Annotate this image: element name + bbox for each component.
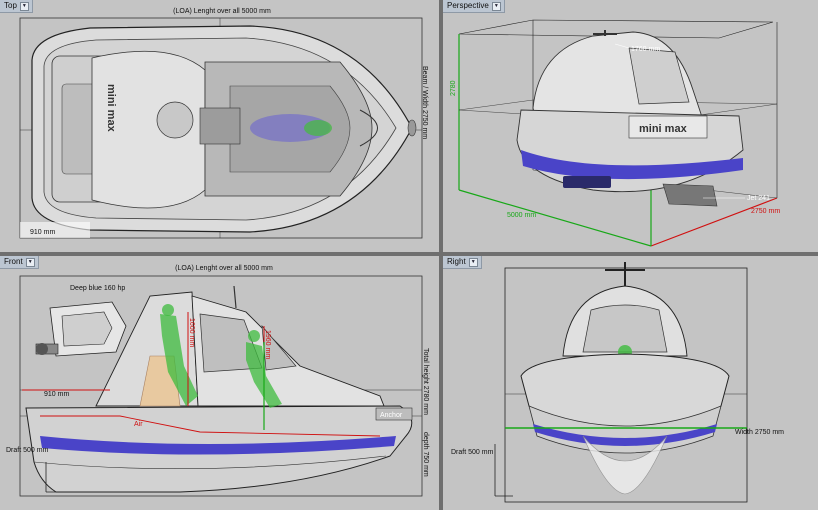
brand-logo-perspective: mini max — [639, 123, 688, 135]
engine-illustration — [35, 301, 127, 357]
air-label: Air — [134, 421, 143, 428]
anchor-label: Anchor — [380, 412, 403, 419]
dim-2780-label: 2780 — [450, 80, 457, 96]
front-view-drawing: Deep blue 160 hp (LOA) Lenght over all 5… — [6, 265, 429, 497]
viewport-perspective[interactable]: Perspective ▼ mini max 1760 mm 2780 — [443, 0, 818, 252]
beam-dimension-label: Beam / Width 2750 mm — [421, 66, 428, 139]
viewport-front[interactable]: Front ▼ Deep blue 160 hp — [0, 256, 439, 510]
width-label: Width 2750 mm — [735, 429, 784, 436]
dim-1960-label: 1960 mm — [264, 330, 271, 359]
viewport-tab-label: Perspective — [447, 1, 489, 10]
viewport-tab-label: Right — [447, 257, 466, 266]
dim-5000-label: 5000 mm — [507, 212, 536, 219]
dim-910-label: 910 mm — [44, 391, 69, 398]
chevron-down-icon[interactable]: ▼ — [25, 257, 35, 267]
total-height-label: Total height 2780 mm — [422, 348, 429, 415]
top-view-drawing: mini max (LOA) Lenght over all 5000 mm B… — [19, 8, 428, 239]
viewport-right[interactable]: Right ▼ Width 2750 mm Draft 500 mm — [443, 256, 818, 510]
perspective-view-drawing: mini max 1760 mm 2780 5000 mm 2750 mm Je… — [450, 19, 780, 247]
chevron-down-icon[interactable]: ▼ — [468, 257, 478, 267]
right-view-drawing: Width 2750 mm Draft 500 mm — [451, 262, 784, 503]
viewport-tab-front[interactable]: Front ▼ — [0, 256, 39, 269]
viewport-top[interactable]: Top ▼ mini max (LOA) Lenght over all 500… — [0, 0, 439, 252]
loa-dimension-label: (LOA) Lenght over all 5000 mm — [175, 265, 273, 272]
dim-1760-label: 1760 mm — [631, 46, 660, 53]
dim-2750-label: 2750 mm — [751, 208, 780, 215]
jet-label: Jet 241 — [747, 195, 770, 202]
depth-label: depth 750 mm — [422, 432, 429, 477]
draft-label: Draft 500 mm — [6, 447, 49, 454]
viewport-tab-perspective[interactable]: Perspective ▼ — [443, 0, 505, 13]
dim-1600-label: 1600 mm — [188, 318, 195, 347]
viewport-tab-label: Top — [4, 1, 17, 10]
brand-logo-top: mini max — [105, 84, 117, 133]
draft-label: Draft 500 mm — [451, 449, 494, 456]
chevron-down-icon[interactable]: ▼ — [19, 1, 29, 11]
viewport-tab-label: Front — [4, 257, 23, 266]
loa-dimension-label: (LOA) Lenght over all 5000 mm — [173, 8, 271, 15]
chevron-down-icon[interactable]: ▼ — [491, 1, 501, 11]
length-910-label: 910 mm — [30, 229, 55, 236]
engine-label: Deep blue 160 hp — [70, 285, 125, 292]
viewport-tab-right[interactable]: Right ▼ — [443, 256, 482, 269]
viewport-tab-top[interactable]: Top ▼ — [0, 0, 33, 13]
